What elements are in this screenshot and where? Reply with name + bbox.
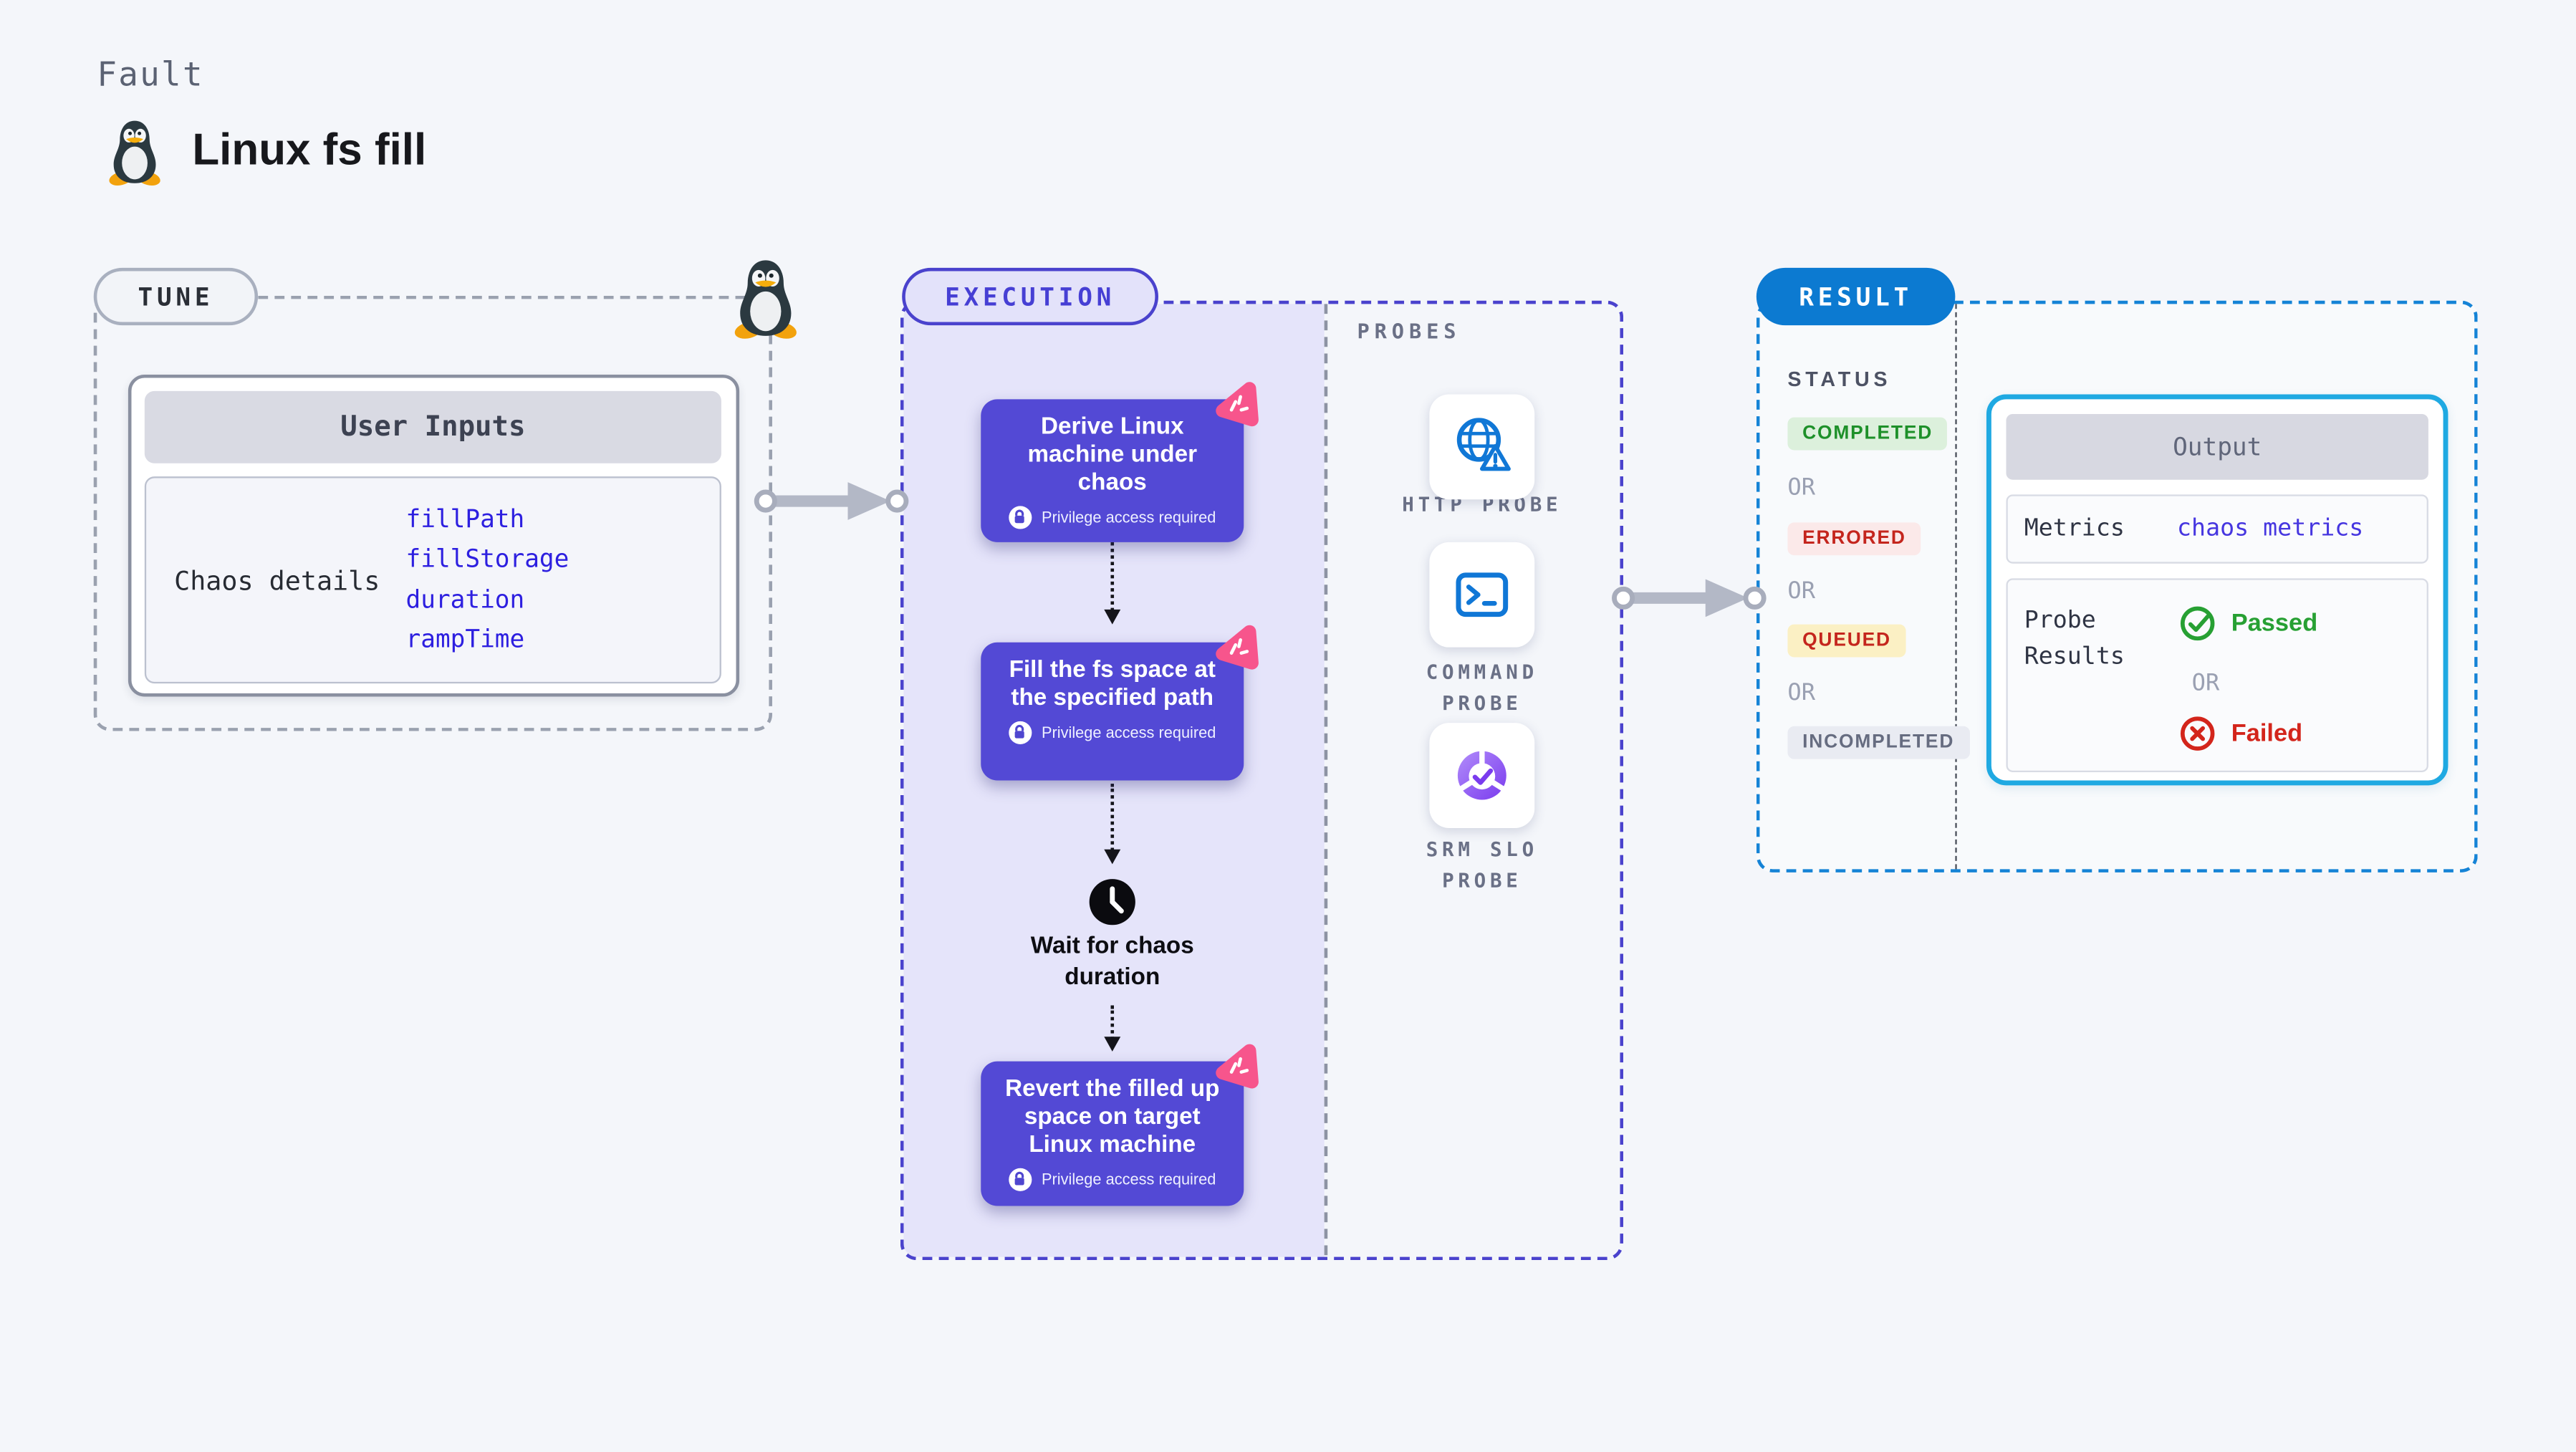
tune-section-box [93, 295, 772, 731]
or-separator: OR [1787, 474, 1816, 501]
status-badge-errored: ERRORED [1787, 522, 1921, 556]
step-revert-space: Revert the filled up space on target Lin… [981, 1044, 1259, 1206]
probe-results-label: Probe Results [2024, 607, 2125, 671]
fault-eyebrow: Fault [97, 54, 204, 94]
slo-donut-icon [1456, 749, 1507, 800]
probe-label-srm-slo: SRM SLO PROBE [1426, 837, 1538, 893]
lock-icon [1009, 506, 1032, 529]
step-fill-fs-space: Fill the fs space at the specified path … [981, 625, 1259, 781]
privilege-badge: Privilege access required [1041, 1170, 1216, 1189]
passed-row: Passed [2178, 605, 2317, 643]
chaos-details-label: Chaos details [174, 564, 380, 596]
lock-icon [1009, 1168, 1032, 1191]
user-inputs-values: fillPath fillStorage duration rampTime [406, 491, 569, 669]
or-separator: OR [1787, 578, 1816, 605]
probe-card-http [1429, 394, 1535, 500]
execution-to-result-arrow [1612, 579, 1767, 617]
flow-connector [1104, 1005, 1121, 1052]
status-badge-incompleted: INCOMPLETED [1787, 726, 1969, 759]
input-duration: duration [405, 585, 525, 615]
step-derive-machine: Derive Linux machine under chaos Privile… [981, 382, 1259, 542]
x-circle-icon [2180, 716, 2215, 751]
probes-label: PROBES [1357, 318, 1461, 344]
probes-divider [1324, 304, 1328, 1256]
chaos-badge-icon [1216, 625, 1259, 670]
clock-icon [1089, 879, 1135, 925]
failed-label: Failed [2231, 719, 2303, 748]
probe-card-command [1429, 542, 1535, 648]
tune-to-execution-arrow [754, 482, 909, 520]
chaos-badge-icon [1216, 1044, 1259, 1089]
status-badge-queued: QUEUED [1787, 624, 1906, 658]
user-inputs-card: User Inputs Chaos details fillPath fillS… [128, 374, 740, 697]
user-inputs-title: User Inputs [144, 390, 721, 463]
flow-connector [1104, 542, 1121, 625]
page-title: Linux fs fill [192, 125, 427, 175]
execution-section-box [900, 300, 1624, 1261]
or-separator: OR [2191, 670, 2220, 697]
step-title: Derive Linux machine under chaos [1027, 413, 1198, 496]
metrics-label: Metrics [2024, 516, 2125, 542]
privilege-badge: Privilege access required [1041, 508, 1216, 527]
tune-pill: TUNE [93, 267, 259, 326]
chaos-badge-icon [1216, 382, 1259, 427]
step-title: Revert the filled up space on target Lin… [1005, 1076, 1220, 1158]
status-label: STATUS [1787, 367, 1892, 391]
terminal-icon [1456, 572, 1509, 617]
passed-label: Passed [2231, 609, 2318, 638]
execution-pill: EXECUTION [902, 267, 1158, 326]
lock-icon [1009, 721, 1032, 745]
output-card: Output Metrics chaos metrics Probe Resul… [1986, 394, 2448, 786]
probe-card-srm-slo [1429, 723, 1535, 828]
tux-penguin-small-icon [734, 260, 797, 339]
check-circle-icon [2180, 606, 2215, 641]
input-fillstorage: fillStorage [405, 544, 569, 574]
metrics-row: Metrics chaos metrics [2006, 494, 2428, 564]
step-title: Fill the fs space at the specified path [1009, 657, 1216, 712]
input-fillpath: fillPath [405, 504, 525, 534]
user-inputs-body: Chaos details fillPath fillStorage durat… [144, 476, 721, 684]
tux-penguin-icon [109, 120, 160, 186]
status-badge-completed: COMPLETED [1787, 417, 1948, 451]
probe-label-command: COMMAND PROBE [1426, 660, 1538, 716]
result-divider [1955, 304, 1957, 870]
probe-results-row: Probe Results Passed OR Failed [2006, 578, 2428, 772]
wait-step-label: Wait for chaos duration [1030, 933, 1194, 991]
metrics-value: chaos metrics [2177, 516, 2364, 542]
flow-connector [1104, 784, 1121, 865]
globe-alert-icon [1456, 418, 1511, 471]
failed-row: Failed [2178, 715, 2302, 753]
or-separator: OR [1787, 680, 1816, 707]
result-pill: RESULT [1756, 267, 1956, 326]
output-title: Output [2006, 413, 2428, 480]
privilege-badge: Privilege access required [1041, 723, 1216, 742]
input-ramptime: rampTime [405, 625, 525, 655]
